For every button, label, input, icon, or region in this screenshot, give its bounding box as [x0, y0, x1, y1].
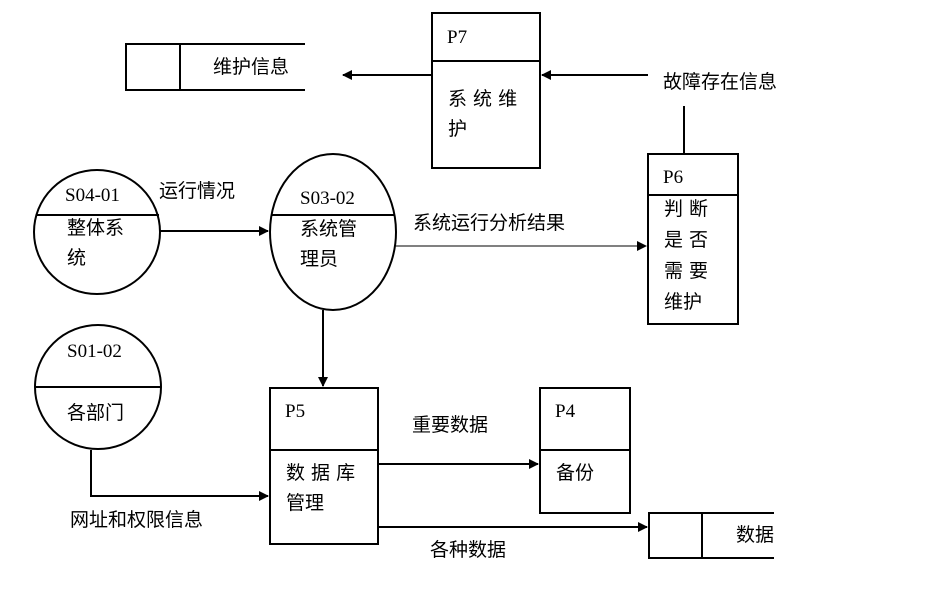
entity-s01-02: [34, 324, 162, 450]
process-p5-name: 数 据 库 管理: [286, 462, 356, 514]
flow-various-data-label: 各种数据: [430, 539, 507, 561]
store-maintenance-info: [125, 43, 305, 91]
store-data-label: 数据: [736, 524, 775, 546]
store-maintenance-info-label: 维护信息: [213, 56, 290, 78]
entity-s01-02-name: 各部门: [67, 402, 125, 424]
process-p7: [431, 12, 541, 169]
process-p7-id: P7: [447, 27, 468, 48]
process-p6-name: 判 断 是 否 需 要 维护: [664, 198, 709, 313]
store-data: [648, 512, 774, 559]
entity-s03-02-name: 系统管理员: [300, 218, 358, 270]
process-p6-id: P6: [663, 167, 684, 188]
entity-s04-01-id: S04-01: [65, 185, 120, 206]
process-p7-name: 系 统 维 护: [448, 88, 518, 140]
entity-s01-02-id: S01-02: [67, 341, 122, 362]
process-p5-id: P5: [285, 401, 306, 422]
process-p4: [539, 387, 631, 514]
entity-s04-01-name: 整体系统: [67, 217, 125, 269]
flow-url-permission-label: 网址和权限信息: [70, 509, 204, 531]
flow-run-status-label: 运行情况: [159, 180, 236, 202]
process-p6: [647, 153, 739, 325]
process-p5: [269, 387, 379, 545]
process-p4-id: P4: [555, 401, 576, 422]
flow-fault-info-label: 故障存在信息: [663, 71, 778, 93]
flow-url-permission-arrow: [90, 450, 269, 501]
process-p4-name: 备份: [556, 462, 595, 484]
flow-important-data-label: 重要数据: [412, 414, 489, 436]
entity-s03-02-id: S03-02: [300, 188, 355, 209]
entity-s03-02: [269, 153, 397, 311]
flow-analysis-result-label: 系统运行分析结果: [413, 212, 566, 234]
